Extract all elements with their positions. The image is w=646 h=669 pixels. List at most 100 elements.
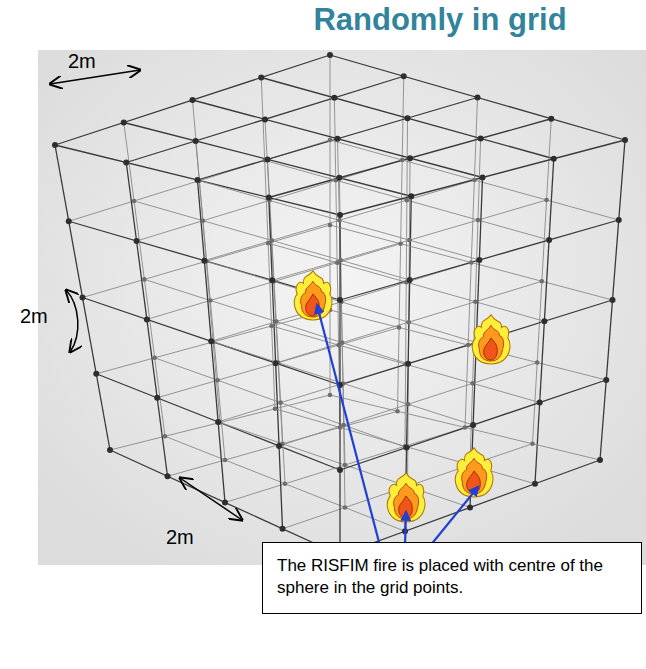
grid-point: [201, 218, 206, 223]
grid-point: [165, 473, 171, 479]
grid-point: [530, 441, 535, 446]
grid-point: [190, 97, 196, 103]
grid-point: [405, 361, 411, 367]
grid-point: [152, 356, 157, 361]
grid-point: [270, 238, 275, 243]
grid-line: [600, 140, 625, 460]
grid-line: [275, 409, 535, 484]
grid-point: [52, 142, 58, 148]
dimension-label: 2m: [166, 526, 194, 549]
caption-text: The RISFIM fire is placed with centre of…: [277, 555, 627, 599]
grid-point: [343, 463, 348, 468]
grid-point: [280, 526, 286, 532]
grid-line: [196, 141, 225, 460]
dimension-label: 2m: [20, 305, 48, 328]
grid-point: [616, 217, 622, 223]
grid-point: [395, 409, 400, 414]
leader-arrow: [430, 487, 478, 546]
grid-point: [269, 277, 275, 283]
grid-point: [597, 457, 603, 463]
grid-line: [155, 358, 407, 448]
grid-point: [337, 467, 343, 473]
grid-point: [340, 340, 345, 345]
grid-point: [337, 297, 343, 303]
grid-point: [269, 324, 274, 329]
grid-point: [134, 238, 140, 244]
grid-point: [546, 237, 552, 243]
grid-point: [469, 260, 474, 265]
grid-point: [262, 116, 268, 122]
grid-point: [154, 395, 160, 401]
grid-point: [215, 378, 220, 383]
grid-line: [193, 100, 483, 178]
grid-point: [407, 238, 412, 243]
grid-line: [124, 123, 412, 197]
dimension-arrow: [180, 478, 242, 520]
grid-point: [337, 218, 342, 223]
grid-point: [66, 218, 72, 224]
grid-line: [110, 450, 340, 555]
grid-point: [603, 377, 609, 383]
grid-point: [541, 318, 547, 324]
grid-line: [283, 444, 533, 529]
grid-point: [93, 371, 99, 377]
grid-point: [532, 481, 538, 487]
grid-line: [398, 76, 404, 411]
grid-point: [80, 295, 86, 301]
grid-point: [201, 258, 207, 264]
grid-point: [407, 277, 413, 283]
grid-point: [336, 175, 342, 181]
grid-point: [258, 75, 264, 81]
grid-point: [327, 52, 333, 58]
grid-point: [276, 443, 282, 449]
grid-line: [330, 395, 600, 460]
grid-line: [124, 123, 165, 437]
grid-line: [470, 138, 481, 465]
grid-point: [223, 458, 228, 463]
grid-point: [400, 158, 405, 163]
grid-point: [266, 241, 271, 246]
grid-point: [406, 320, 411, 325]
grid-point: [132, 199, 137, 204]
grid-line: [340, 220, 619, 300]
grid-point: [404, 445, 410, 451]
grid-line: [198, 180, 226, 503]
grid-point: [408, 193, 414, 199]
grid-point: [274, 319, 279, 324]
grid-line: [157, 328, 399, 398]
leader-arrow: [317, 305, 380, 546]
grid-point: [208, 338, 214, 344]
grid-point: [123, 160, 129, 166]
grid-point: [328, 393, 333, 398]
grid-point: [405, 115, 411, 121]
grid-line: [198, 98, 478, 181]
grid-line: [269, 198, 283, 529]
grid-point: [467, 505, 473, 511]
grid-point: [473, 299, 478, 304]
grid-line: [55, 55, 330, 145]
grid-line: [137, 160, 403, 241]
grid-point: [121, 120, 127, 126]
grid-point: [335, 136, 341, 142]
caption-box: The RISFIM fire is placed with centre of…: [262, 542, 642, 614]
fire-symbol: [455, 448, 493, 497]
grid-point: [472, 178, 477, 183]
grid-point: [273, 360, 279, 366]
grid-point: [215, 419, 221, 425]
grid-line: [265, 160, 549, 240]
grid-point: [338, 258, 343, 263]
grid-point: [265, 156, 271, 162]
grid-line: [340, 300, 613, 385]
grid-point: [163, 434, 168, 439]
grid-point: [266, 195, 272, 201]
grid-line: [330, 225, 613, 300]
grid-point: [337, 212, 343, 218]
grid-line: [165, 436, 405, 531]
grid-point: [328, 138, 333, 143]
grid-line: [126, 163, 167, 477]
grid-point: [540, 279, 545, 284]
grid-point: [548, 116, 554, 122]
grid-point: [208, 298, 213, 303]
grid-point: [470, 422, 476, 428]
